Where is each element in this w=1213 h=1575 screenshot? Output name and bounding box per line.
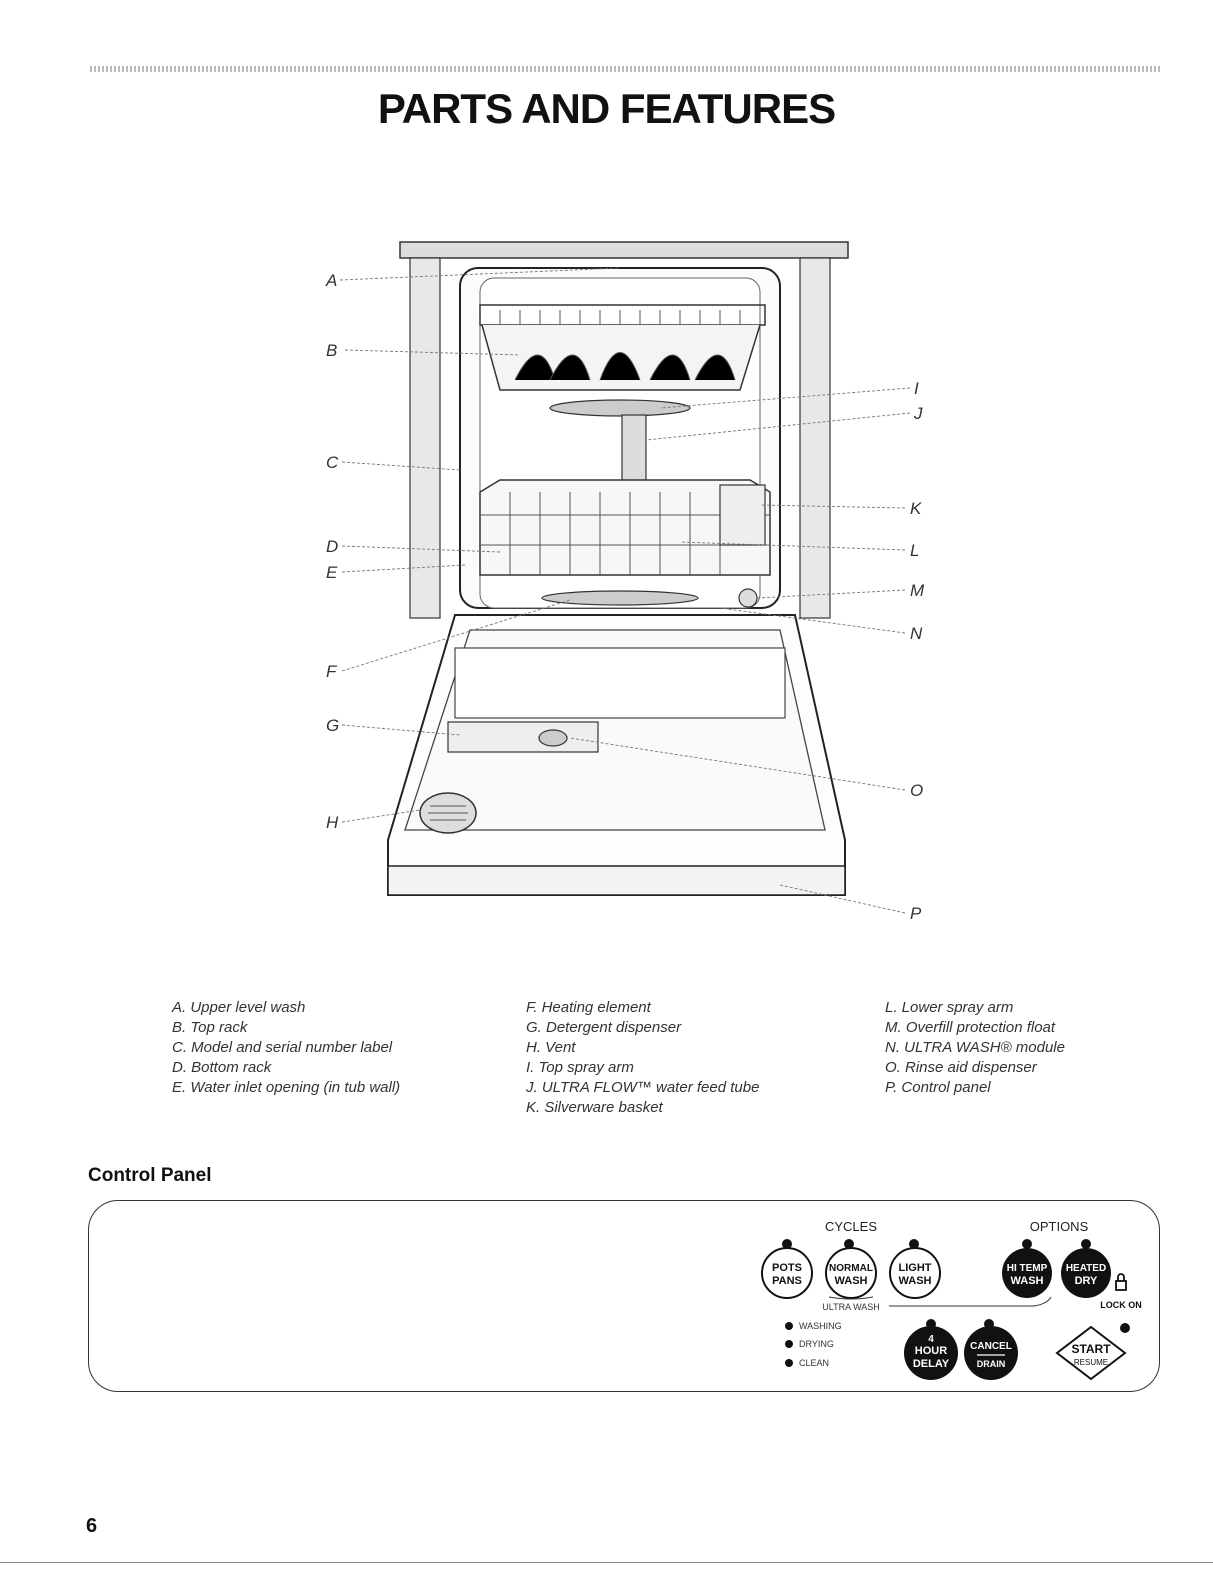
hour-delay-label-1: 4 bbox=[928, 1334, 934, 1345]
callout-k: K bbox=[910, 499, 922, 518]
callout-p: P bbox=[910, 904, 922, 923]
legend-item: D. Bottom rack bbox=[172, 1059, 272, 1076]
callout-m: M bbox=[910, 581, 925, 600]
callout-e: E bbox=[326, 563, 338, 582]
normal-wash-button[interactable]: NORMAL WASH bbox=[825, 1247, 877, 1299]
legend-item: F. Heating element bbox=[526, 999, 651, 1016]
heated-dry-label-2: DRY bbox=[1075, 1275, 1098, 1287]
top-rule bbox=[90, 66, 1162, 72]
heated-dry-label-1: HEATED bbox=[1066, 1263, 1106, 1274]
legend-item: P. Control panel bbox=[885, 1079, 991, 1096]
normal-wash-label-2: WASH bbox=[835, 1275, 868, 1287]
options-label: OPTIONS bbox=[1030, 1219, 1089, 1234]
hour-delay-label-3: DELAY bbox=[913, 1358, 950, 1370]
dishwasher-illustration: A B C D E F G H I J K L M N O P bbox=[325, 241, 925, 923]
legend-column-3: L. Lower spray arm M. Overfill protectio… bbox=[885, 998, 1065, 1098]
pots-pans-button[interactable]: POTS PANS bbox=[761, 1247, 813, 1299]
start-label: START bbox=[1071, 1342, 1111, 1356]
callout-b: B bbox=[326, 341, 337, 360]
legend-item: A. Upper level wash bbox=[172, 999, 306, 1016]
resume-label: RESUME bbox=[1074, 1358, 1108, 1367]
legend-item: O. Rinse aid dispenser bbox=[885, 1059, 1037, 1076]
legend-item: G. Detergent dispenser bbox=[526, 1019, 682, 1036]
control-panel: CYCLES OPTIONS POTS PANS NORMAL WASH LIG… bbox=[88, 1200, 1160, 1392]
legend-item: J. ULTRA FLOW™ water feed tube bbox=[526, 1079, 760, 1096]
callout-h: H bbox=[326, 813, 339, 832]
legend-item: K. Silverware basket bbox=[526, 1099, 663, 1116]
callout-f: F bbox=[326, 662, 338, 681]
callout-l: L bbox=[910, 541, 919, 560]
control-panel-buttons: CYCLES OPTIONS POTS PANS NORMAL WASH LIG… bbox=[761, 1219, 1142, 1381]
cycles-label: CYCLES bbox=[825, 1219, 877, 1234]
callout-a: A bbox=[325, 271, 337, 290]
callout-j: J bbox=[913, 404, 923, 423]
status-clean: CLEAN bbox=[799, 1358, 829, 1368]
legend-item: M. Overfill protection float bbox=[885, 1019, 1056, 1036]
callout-o: O bbox=[910, 781, 923, 800]
status-washing: WASHING bbox=[799, 1321, 842, 1331]
callout-g: G bbox=[326, 716, 339, 735]
status-drying: DRYING bbox=[799, 1339, 834, 1349]
callout-c: C bbox=[326, 453, 339, 472]
dishwasher-diagram: A B C D E F G H I J K L M N O P bbox=[300, 230, 950, 930]
hour-delay-label-2: HOUR bbox=[915, 1345, 947, 1357]
hi-temp-wash-label-1: HI TEMP bbox=[1007, 1263, 1048, 1274]
cancel-drain-label-1: CANCEL bbox=[970, 1341, 1012, 1352]
heated-dry-button[interactable]: HEATED DRY bbox=[1061, 1248, 1111, 1298]
light-wash-button[interactable]: LIGHT WASH bbox=[889, 1247, 941, 1299]
legend-column-2: F. Heating element G. Detergent dispense… bbox=[526, 998, 759, 1118]
callout-d: D bbox=[326, 537, 338, 556]
normal-wash-label-1: NORMAL bbox=[829, 1263, 873, 1274]
hi-temp-wash-button[interactable]: HI TEMP WASH bbox=[1002, 1248, 1052, 1298]
legend-item: L. Lower spray arm bbox=[885, 999, 1014, 1016]
lock-on-label: LOCK ON bbox=[1100, 1300, 1142, 1310]
light-wash-label-2: WASH bbox=[899, 1275, 932, 1287]
cancel-drain-label-2: DRAIN bbox=[977, 1359, 1006, 1369]
4-hour-delay-button[interactable]: 4 HOUR DELAY bbox=[904, 1326, 958, 1380]
callout-i: I bbox=[914, 379, 919, 398]
legend-item: E. Water inlet opening (in tub wall) bbox=[172, 1079, 401, 1096]
start-resume-button[interactable]: START RESUME bbox=[1055, 1325, 1127, 1381]
ultra-wash-label: ULTRA WASH bbox=[822, 1302, 880, 1312]
hi-temp-wash-label-2: WASH bbox=[1011, 1275, 1044, 1287]
legend-item: H. Vent bbox=[526, 1039, 576, 1056]
bottom-rule bbox=[0, 1562, 1213, 1563]
legend-item: B. Top rack bbox=[172, 1019, 248, 1036]
page-title: PARTS AND FEATURES bbox=[377, 85, 836, 132]
pots-pans-label-1: POTS bbox=[772, 1262, 802, 1274]
legend-item: C. Model and serial number label bbox=[172, 1039, 393, 1056]
legend-item: N. ULTRA WASH® module bbox=[885, 1039, 1065, 1056]
light-wash-label-1: LIGHT bbox=[899, 1262, 932, 1274]
lock-icon bbox=[1115, 1273, 1127, 1291]
page-number: 6 bbox=[86, 1515, 98, 1537]
cancel-drain-button[interactable]: CANCEL DRAIN bbox=[964, 1326, 1018, 1380]
pots-pans-label-2: PANS bbox=[772, 1275, 802, 1287]
legend-column-1: A. Upper level wash B. Top rack C. Model… bbox=[172, 998, 400, 1098]
callout-n: N bbox=[910, 624, 923, 643]
section-heading-control-panel: Control Panel bbox=[88, 1165, 212, 1186]
legend-item: I. Top spray arm bbox=[526, 1059, 634, 1076]
